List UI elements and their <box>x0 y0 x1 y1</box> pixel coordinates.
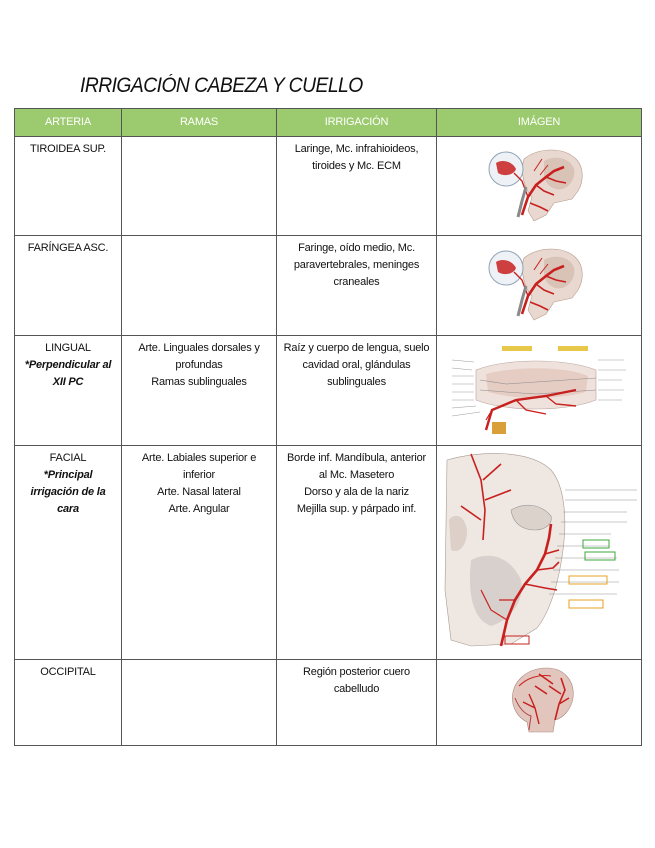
table-row: FARÍNGEA ASC. Faringe, oído medio, Mc. p… <box>14 235 642 336</box>
irrigacion-cell: Región posterior cuero cabelludo <box>276 659 437 746</box>
header-imagen: IMÁGEN <box>436 108 642 137</box>
neck-arteries-illustration <box>484 141 594 225</box>
irrigacion-line: craneales <box>333 276 380 288</box>
irrigacion-line: Raíz y cuerpo de lengua, suelo <box>283 342 430 354</box>
arteria-name: FARÍNGEA ASC. <box>27 242 109 254</box>
irrigacion-line: cabelludo <box>333 683 380 695</box>
header-irrigacion: IRRIGACIÓN <box>276 108 437 137</box>
irrigacion-cell: Laringe, Mc. infrahioideos, tiroides y M… <box>276 136 437 236</box>
header-ramas: RAMAS <box>121 108 277 137</box>
irrigacion-cell: Raíz y cuerpo de lengua, suelo cavidad o… <box>276 335 437 446</box>
arteria-cell: FACIAL *Principal irrigación de la cara <box>14 445 122 660</box>
arteria-cell: LINGUAL *Perpendicular al XII PC <box>14 335 122 446</box>
ramas-cell: Arte. Labiales superior e inferior Arte.… <box>121 445 277 660</box>
table-row: FACIAL *Principal irrigación de la cara … <box>14 445 642 660</box>
ramas-line: inferior <box>182 469 216 481</box>
arteria-cell: OCCIPITAL <box>14 659 122 746</box>
ramas-line: Arte. Nasal lateral <box>157 486 241 498</box>
ramas-line: Ramas sublinguales <box>151 376 247 388</box>
arteria-cell: FARÍNGEA ASC. <box>14 235 122 336</box>
table-row: TIROIDEA SUP. Laringe, Mc. infrahioideos… <box>14 136 642 236</box>
ramas-line: Arte. Angular <box>168 503 230 515</box>
arteria-name: TIROIDEA SUP. <box>29 143 107 155</box>
irrigacion-line: al Mc. Masetero <box>318 469 395 481</box>
arteria-note: XII PC <box>52 376 84 388</box>
ramas-cell <box>121 136 277 236</box>
irrigation-table: ARTERIA RAMAS IRRIGACIÓN IMÁGEN TIROIDEA… <box>14 108 642 746</box>
irrigacion-cell: Faringe, oído medio, Mc. paravertebrales… <box>276 235 437 336</box>
irrigacion-line: tiroides y Mc. ECM <box>312 160 401 172</box>
irrigacion-line: Laringe, Mc. infrahioideos, <box>294 143 419 155</box>
arteria-note: *Principal <box>43 469 93 481</box>
neck-arteries-illustration <box>484 240 594 324</box>
page-title: IRRIGACIÓN CABEZA Y CUELLO <box>80 74 363 97</box>
table-row: LINGUAL *Perpendicular al XII PC Arte. L… <box>14 335 642 446</box>
irrigacion-line: sublinguales <box>327 376 386 388</box>
irrigacion-cell: Borde inf. Mandíbula, anterior al Mc. Ma… <box>276 445 437 660</box>
arteria-note: *Perpendicular al <box>24 359 112 371</box>
ramas-line: Arte. Linguales dorsales y <box>138 342 260 354</box>
head-occipital-artery-illustration <box>499 664 579 734</box>
table-row: OCCIPITAL Región posterior cuero cabellu… <box>14 659 642 746</box>
irrigacion-line: paravertebrales, meninges <box>293 259 420 271</box>
ramas-line: profundas <box>175 359 223 371</box>
irrigacion-line: Dorso y ala de la nariz <box>304 486 409 498</box>
ramas-cell <box>121 659 277 746</box>
arteria-note: irrigación de la <box>30 486 106 498</box>
ramas-line: Arte. Labiales superior e <box>141 452 257 464</box>
facial-artery-illustration <box>441 450 639 648</box>
image-cell <box>436 136 642 236</box>
image-cell <box>436 235 642 336</box>
arteria-cell: TIROIDEA SUP. <box>14 136 122 236</box>
irrigacion-line: Región posterior cuero <box>303 666 410 678</box>
image-cell <box>436 659 642 746</box>
arteria-name: OCCIPITAL <box>40 666 96 678</box>
ramas-cell: Arte. Linguales dorsales y profundas Ram… <box>121 335 277 446</box>
lingual-artery-diagram <box>446 340 632 436</box>
irrigacion-line: Faringe, oído medio, Mc. <box>298 242 415 254</box>
image-cell <box>436 335 642 446</box>
arteria-name: LINGUAL <box>45 342 91 354</box>
irrigacion-line: cavidad oral, glándulas <box>302 359 411 371</box>
irrigacion-line: Borde inf. Mandíbula, anterior <box>287 452 426 464</box>
arteria-note: cara <box>57 503 79 515</box>
header-arteria: ARTERIA <box>14 108 122 137</box>
arteria-name: FACIAL <box>49 452 87 464</box>
image-cell <box>436 445 642 660</box>
table-header-row: ARTERIA RAMAS IRRIGACIÓN IMÁGEN <box>14 108 642 137</box>
irrigacion-line: Mejilla sup. y párpado inf. <box>296 503 417 515</box>
ramas-cell <box>121 235 277 336</box>
